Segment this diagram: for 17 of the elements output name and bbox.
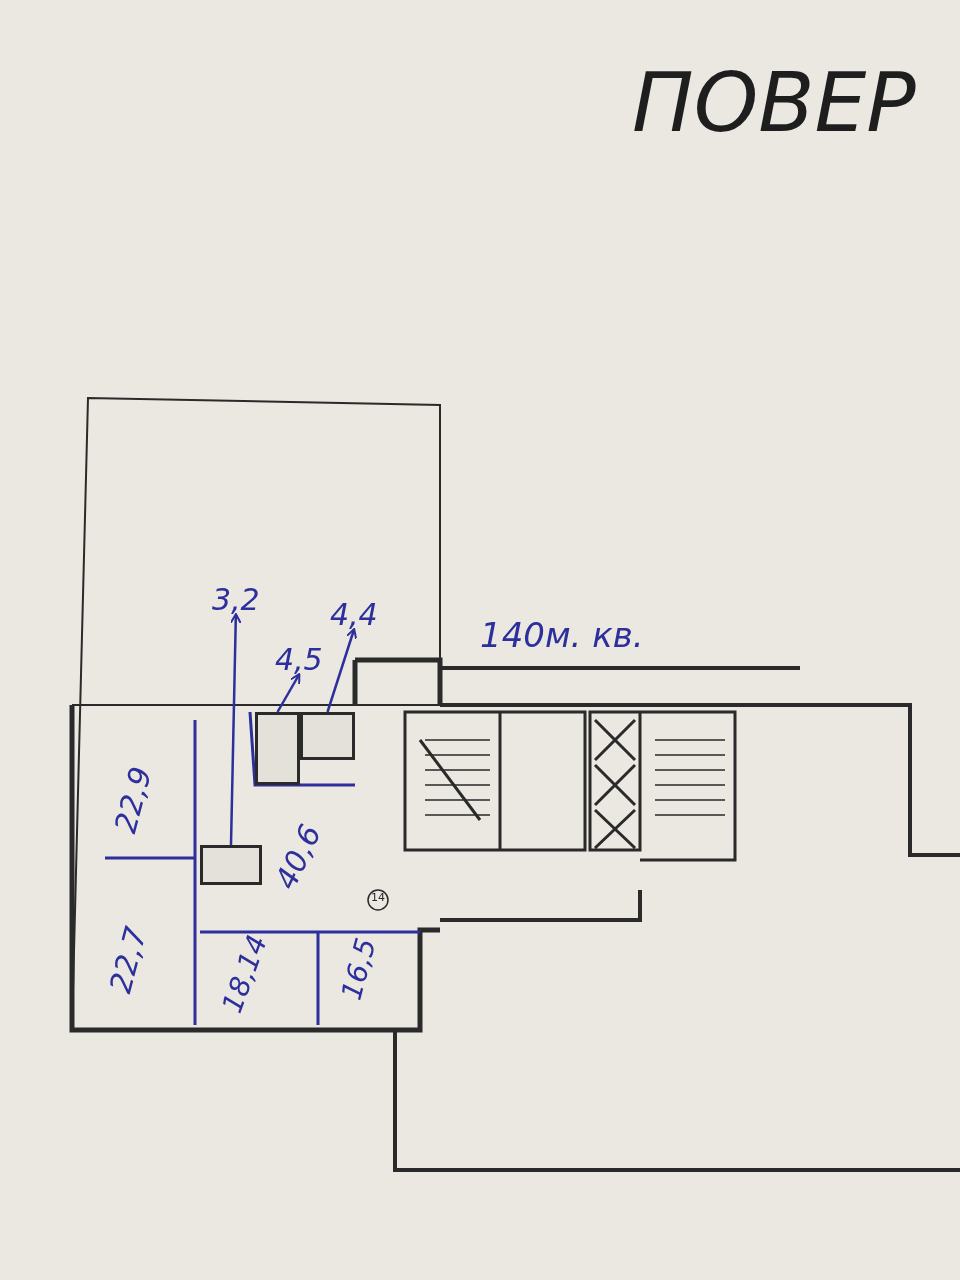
room-outline [255,712,300,785]
area-label: 18,14 [218,931,272,1017]
mark-number: 14 [371,892,385,903]
room-outline [300,712,355,760]
area-label: 4,5 [275,645,323,675]
area-label: 22,9 [110,763,157,837]
area-label: 16,5 [337,935,381,1003]
area-label: 4,4 [330,600,378,630]
area-label: 3,2 [212,585,260,615]
room-outline [200,845,262,885]
area-label: 140м. кв. [480,618,644,652]
page-title: ПОВЕР [632,55,916,150]
leader-arrow [229,613,242,846]
leader-arrow [326,628,358,713]
area-label: 40,6 [270,820,327,894]
leader-arrow [276,673,301,713]
area-label: 22,7 [105,923,152,997]
